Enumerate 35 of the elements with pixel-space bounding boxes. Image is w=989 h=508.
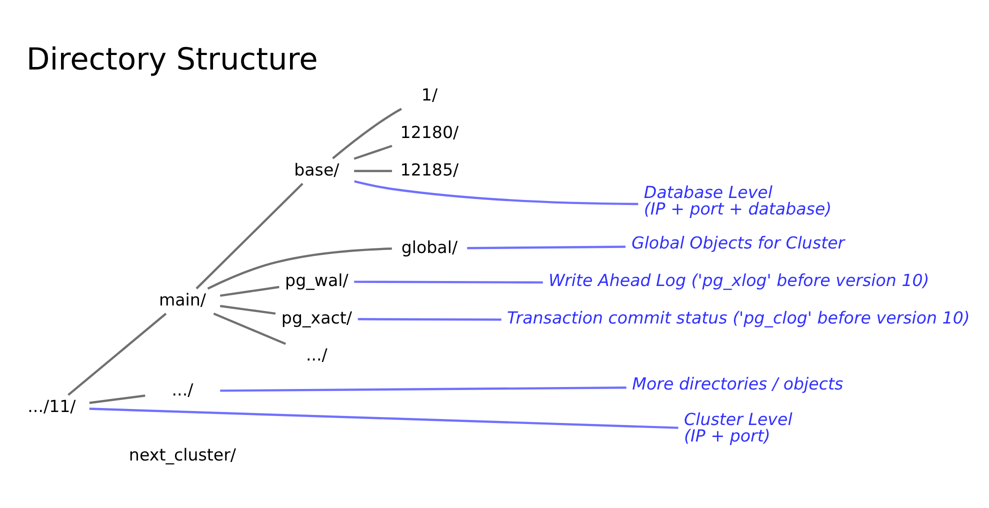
- node-text: main/: [158, 290, 206, 310]
- connector: [220, 386, 626, 392]
- node-text: 1/: [421, 86, 438, 105]
- connector: [89, 408, 678, 429]
- node-text: .../11/: [28, 396, 76, 416]
- node-text: Global Objects for Cluster: [631, 234, 845, 253]
- connector: [220, 304, 276, 315]
- node-text: .../: [172, 380, 194, 400]
- diagram-title: Directory Structure: [26, 42, 318, 78]
- node-text: Database Level (IP + port + database): [644, 183, 832, 219]
- node-text: global/: [401, 238, 458, 257]
- connector: [467, 246, 626, 250]
- connector: [68, 312, 167, 396]
- connector: [354, 170, 392, 172]
- connector: [354, 180, 638, 206]
- connector: [358, 318, 502, 321]
- node-text: Transaction commit status ('pg_clog' before version 10): [506, 308, 970, 328]
- connector: [213, 312, 286, 345]
- node-text: More directories / objects: [632, 374, 844, 394]
- node-text: Write Ahead Log ('pg_xlog' before version 10): [548, 270, 930, 290]
- node-text: 12185/: [400, 160, 459, 180]
- node-text: base/: [294, 160, 340, 180]
- connector: [220, 286, 280, 297]
- connector: [89, 394, 146, 404]
- node-text: pg_wal/: [285, 270, 348, 290]
- label: next_cluster/: [128, 445, 236, 464]
- node-text: 12180/: [400, 122, 459, 142]
- connector: [354, 280, 543, 284]
- connector: [207, 248, 392, 290]
- connector: [354, 144, 392, 160]
- connector: [332, 108, 402, 160]
- node-text: .../: [306, 346, 328, 365]
- node-text: pg_xact/: [281, 308, 352, 328]
- connector: [196, 182, 304, 290]
- node-text: Cluster Level (IP + port): [684, 410, 792, 446]
